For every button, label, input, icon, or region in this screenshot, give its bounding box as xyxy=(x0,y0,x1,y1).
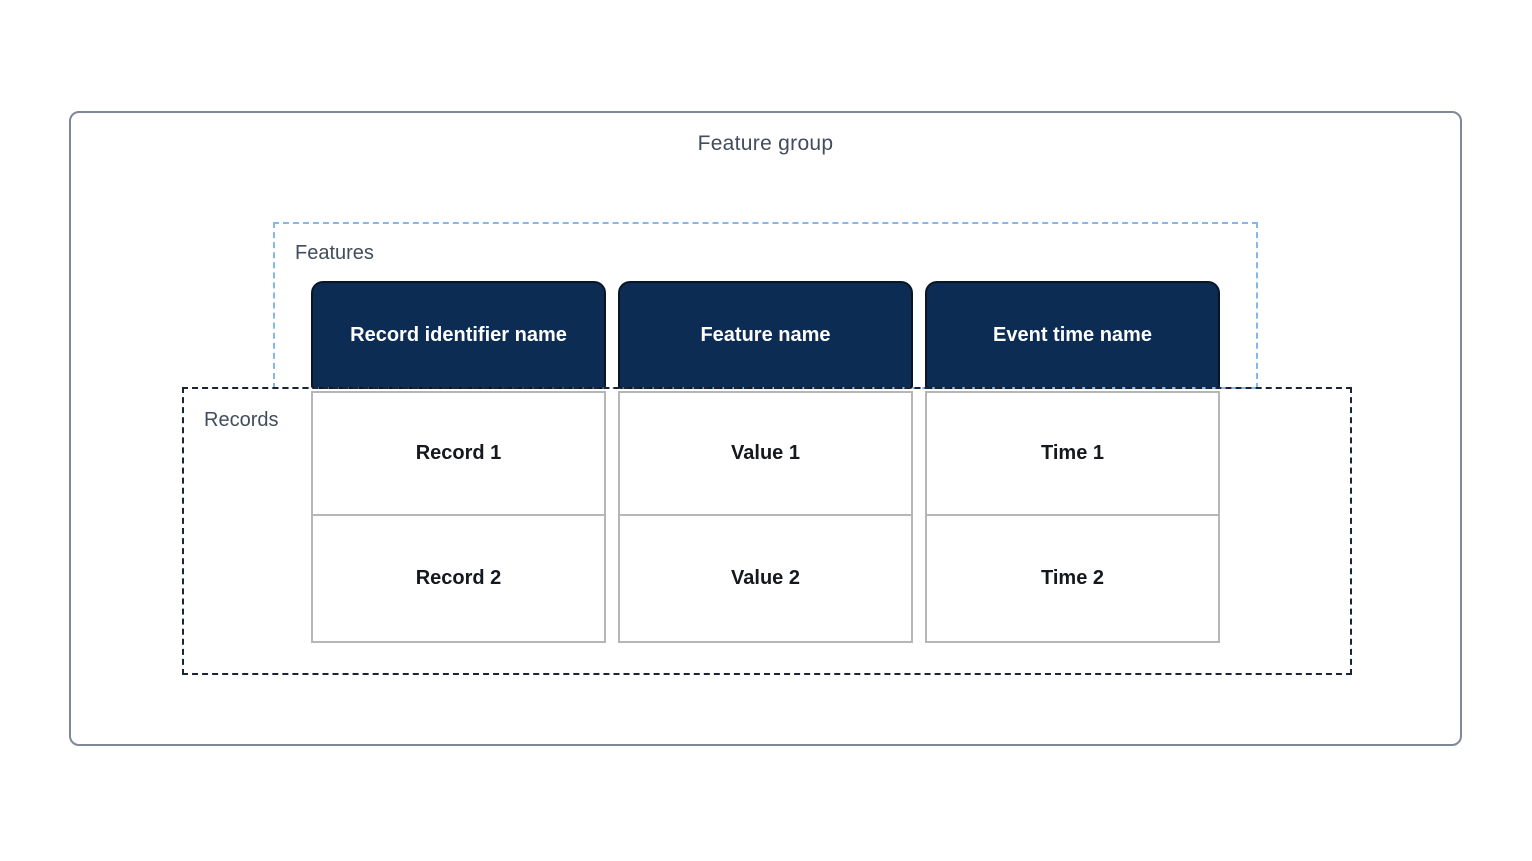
table-cell-value-2: Value 2 xyxy=(618,514,913,643)
column-header-feature-name: Feature name xyxy=(618,281,913,389)
table-cell-time-2: Time 2 xyxy=(925,514,1220,643)
table-cell-record-2: Record 2 xyxy=(311,514,606,643)
column-header-record-identifier-name: Record identifier name xyxy=(311,281,606,389)
table-cell-time-1: Time 1 xyxy=(925,391,1220,516)
feature-group-title: Feature group xyxy=(697,132,834,155)
table-cell-record-1: Record 1 xyxy=(311,391,606,516)
table-cell-value-1: Value 1 xyxy=(618,391,913,516)
column-header-event-time-name: Event time name xyxy=(925,281,1220,389)
